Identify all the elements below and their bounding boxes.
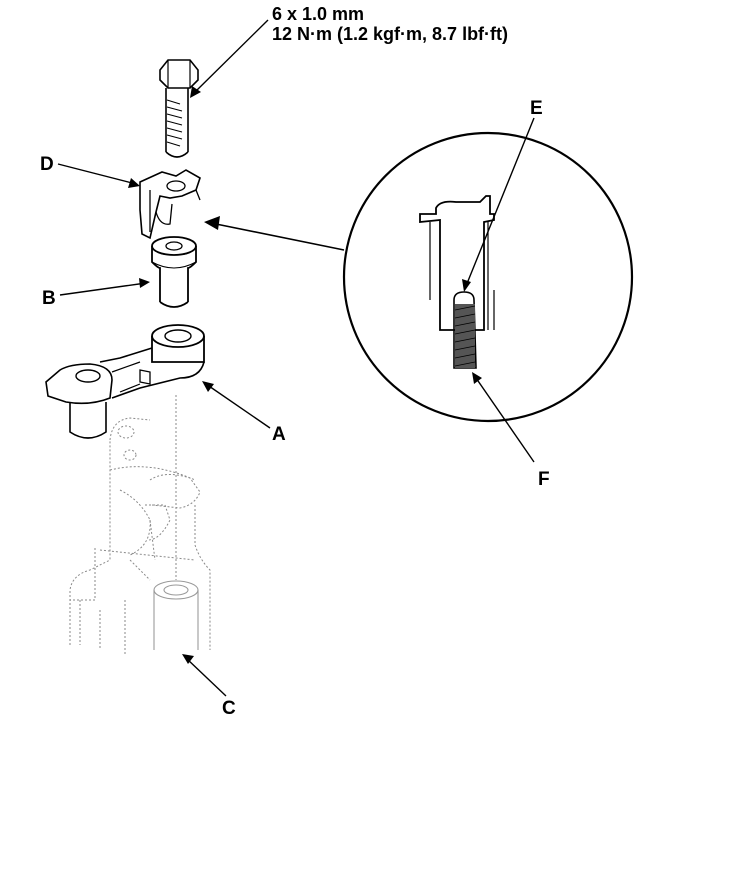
bolt-6x1 bbox=[159, 59, 199, 158]
callout-B: B bbox=[42, 288, 56, 309]
leader-E bbox=[462, 117, 535, 292]
callout-A: A bbox=[272, 424, 286, 445]
detail-leader-arrow bbox=[204, 216, 345, 251]
shift-lever-A bbox=[45, 324, 205, 439]
leader-F bbox=[472, 372, 535, 463]
lock-bracket-D bbox=[139, 169, 201, 240]
bolt-size-label: 6 x 1.0 mm bbox=[272, 4, 365, 24]
torque-value-label: 12 N·m (1.2 kgf·m, 8.7 lbf·ft) bbox=[272, 24, 509, 44]
collar-B bbox=[151, 236, 197, 308]
leader-C bbox=[182, 654, 227, 697]
callout-D: D bbox=[40, 154, 54, 175]
torque-leader bbox=[190, 19, 269, 98]
leader-B bbox=[59, 278, 150, 296]
detail-view-circle bbox=[342, 131, 634, 423]
callout-E: E bbox=[530, 98, 543, 119]
callout-C: C bbox=[222, 698, 236, 719]
callout-F: F bbox=[538, 469, 550, 490]
shift-shaft-C bbox=[153, 395, 199, 650]
transmission-housing-phantom bbox=[69, 417, 211, 655]
leader-A bbox=[202, 381, 271, 429]
leader-D bbox=[57, 163, 140, 188]
